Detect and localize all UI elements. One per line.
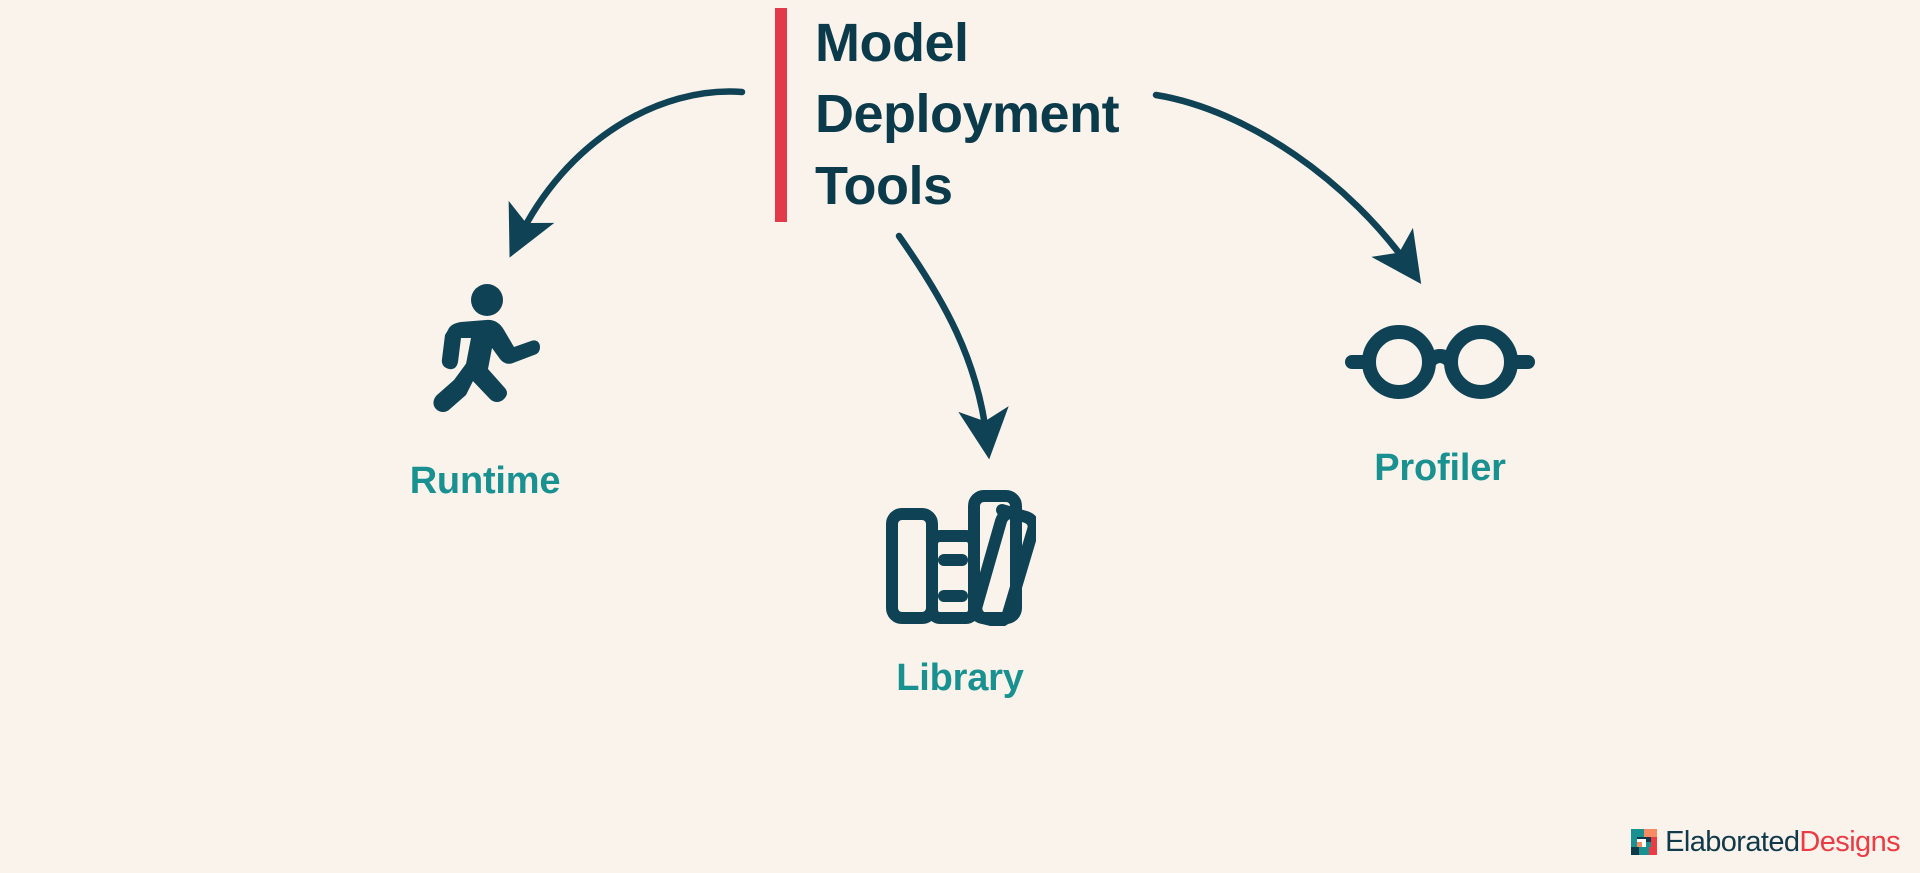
mosaic-logo-icon <box>1631 829 1658 855</box>
node-label-profiler: Profiler <box>1374 447 1506 489</box>
page-title-block: Model Deployment Tools <box>775 8 1120 222</box>
watermark: ElaboratedDesigns <box>1631 825 1901 859</box>
books-icon <box>884 488 1040 631</box>
running-person-icon <box>430 283 540 418</box>
node-label-runtime: Runtime <box>409 460 561 502</box>
watermark-brand-secondary: Designs <box>1799 825 1900 858</box>
page-title: Model Deployment Tools <box>815 13 1120 216</box>
node-runtime[interactable]: Runtime <box>360 283 610 503</box>
node-library[interactable]: Library <box>835 488 1085 700</box>
node-profiler[interactable]: Profiler <box>1315 322 1565 490</box>
glasses-icon <box>1344 322 1536 405</box>
watermark-brand-primary: Elaborated <box>1665 825 1800 858</box>
node-label-library: Library <box>896 657 1024 699</box>
connector-title-to-runtime <box>508 88 746 258</box>
connector-title-to-profiler <box>1152 91 1422 284</box>
title-accent-bar <box>775 8 787 222</box>
connector-title-to-library <box>895 232 1009 460</box>
